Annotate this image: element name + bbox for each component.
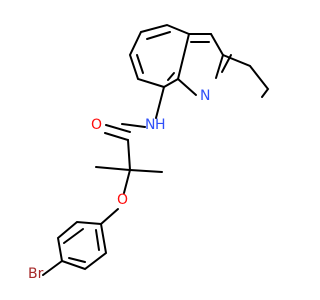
bond — [177, 33, 190, 80]
bond — [215, 54, 224, 79]
bond — [129, 169, 163, 173]
bond — [136, 54, 144, 74]
bond — [95, 166, 131, 171]
bond — [104, 132, 129, 141]
bond — [63, 228, 84, 244]
bond — [68, 257, 86, 263]
bond — [210, 33, 224, 56]
bond — [167, 72, 175, 81]
nitrogen-amide-label: N — [145, 117, 155, 133]
oxygen-ether-label: O — [117, 192, 128, 208]
nitrogen-quinoline-label: N — [200, 88, 210, 104]
bond — [127, 139, 131, 171]
bond — [105, 124, 131, 133]
atom-labels: O N H N O Br — [28, 88, 210, 282]
hydrogen-amide-label: H — [155, 117, 166, 133]
bonds — [42, 23, 270, 276]
bond — [123, 169, 131, 194]
bond — [95, 229, 100, 251]
bond — [177, 78, 197, 96]
bond — [155, 86, 165, 119]
bond — [121, 123, 146, 128]
bond — [146, 31, 171, 40]
molecule-structure: O N H N O Br — [28, 23, 270, 282]
bond — [42, 260, 63, 276]
bond — [222, 54, 270, 98]
bond — [100, 208, 119, 225]
bromine-label: Br — [28, 266, 44, 282]
oxygen-carbonyl-label: O — [91, 117, 102, 133]
